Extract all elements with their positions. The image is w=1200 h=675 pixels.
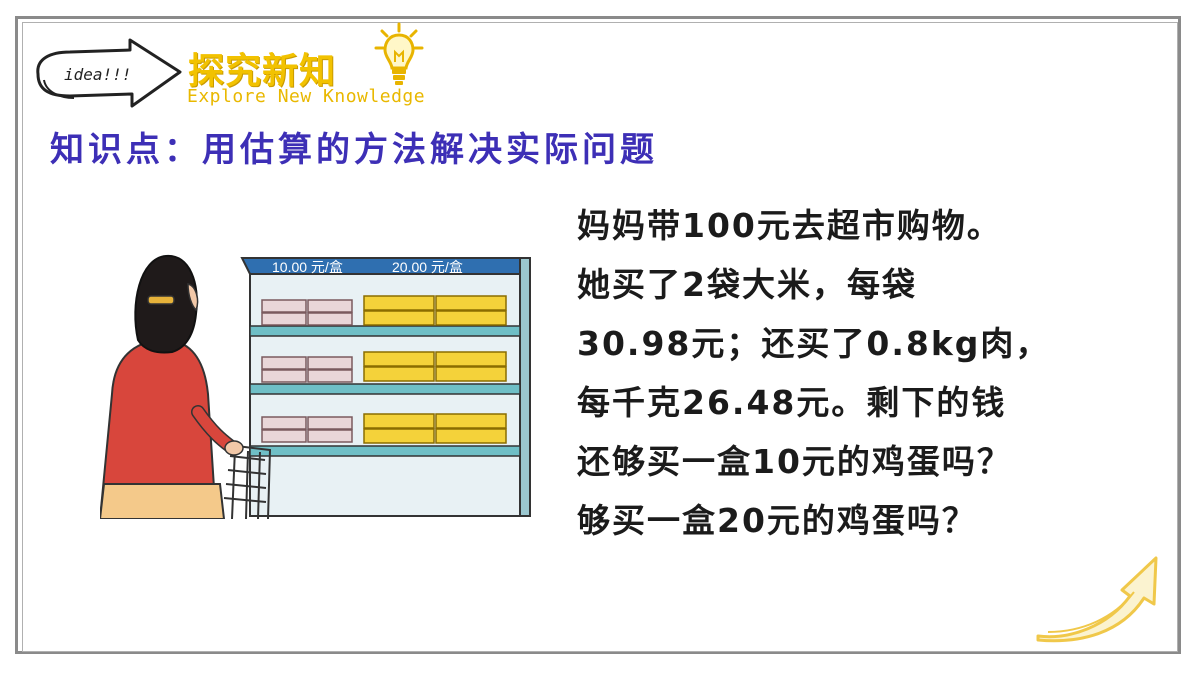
problem-line: 还够买一盒10元的鸡蛋吗？ xyxy=(577,442,1012,481)
slide-frame xyxy=(15,16,1181,654)
idea-arrow-badge: idea!!! xyxy=(36,38,182,108)
knowledge-point-heading: 知识点：用估算的方法解决实际问题 xyxy=(50,130,658,170)
curved-arrow-decoration-icon xyxy=(1036,556,1158,643)
price-label-10: 10.00 元/盒 xyxy=(272,259,343,275)
price-label-20: 20.00 元/盒 xyxy=(392,259,463,275)
woman-figure xyxy=(100,254,244,519)
problem-line: 够买一盒20元的鸡蛋吗？ xyxy=(577,501,977,540)
egg-shelf: 10.00 元/盒 20.00 元/盒 xyxy=(240,257,531,517)
light-bulb-icon xyxy=(374,22,424,85)
problem-line: 她买了2袋大米，每袋 xyxy=(577,265,917,304)
supermarket-illustration: 10.00 元/盒 20.00 元/盒 xyxy=(100,254,531,519)
problem-line: 妈妈带100元去超市购物。 xyxy=(577,206,1002,245)
section-title-chinese: 探究新知 xyxy=(188,50,337,92)
idea-badge-text: idea!!! xyxy=(64,65,131,84)
problem-line: 每千克26.48元。剩下的钱 xyxy=(577,383,1007,422)
section-title-english: Explore New Knowledge xyxy=(187,86,426,107)
word-problem: 妈妈带100元去超市购物。 她买了2袋大米，每袋 30.98元；还买了0.8kg… xyxy=(577,196,1117,550)
problem-line: 30.98元；还买了0.8kg肉， xyxy=(577,324,1051,363)
